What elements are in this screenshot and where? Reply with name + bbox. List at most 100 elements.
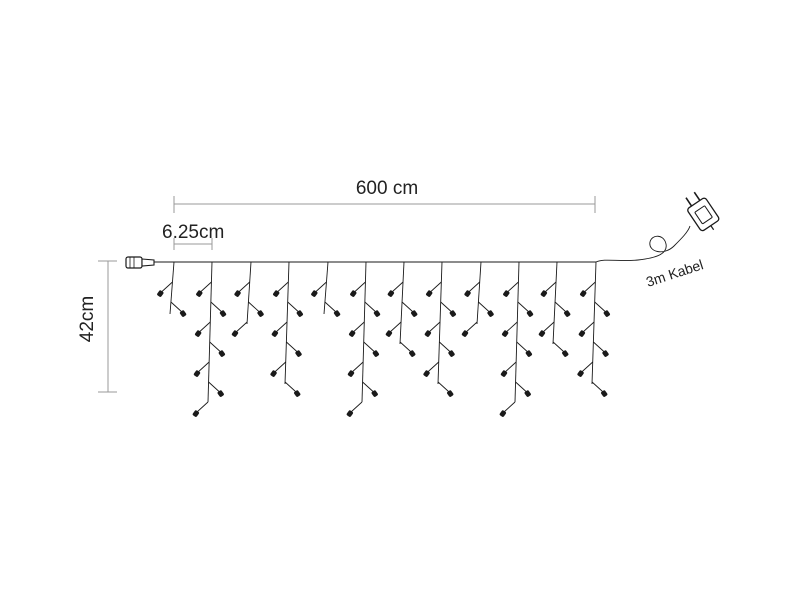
led-bulb (179, 310, 187, 317)
led-bulb (346, 410, 354, 417)
led-bulb (217, 390, 224, 397)
led-lead (277, 281, 289, 293)
icicle-strand (246, 261, 252, 325)
led-bulb (525, 350, 533, 357)
led-lead (430, 281, 442, 293)
led-bulb (296, 310, 304, 317)
led-bulb (602, 350, 609, 357)
led-lead (238, 281, 251, 293)
led-bulb (540, 290, 548, 297)
led-bulb (538, 330, 546, 337)
led-lead (274, 361, 287, 373)
icicle-strand (476, 261, 482, 325)
led-lead (582, 321, 595, 333)
led-lead (286, 341, 298, 353)
led-lead (465, 321, 478, 333)
led-lead (544, 281, 557, 293)
led-lead (401, 301, 414, 313)
led-lead (170, 301, 183, 313)
led-lead (515, 381, 527, 393)
led-bulb (347, 370, 355, 377)
led-lead (437, 381, 450, 393)
led-lead (594, 301, 606, 313)
icicle-strand (361, 261, 367, 403)
led-bulb (503, 290, 510, 297)
led-lead (584, 281, 596, 293)
led-bulb (524, 390, 531, 397)
led-bulb (601, 390, 608, 397)
led-lead (542, 321, 555, 333)
led-lead (287, 301, 299, 313)
icicle-strand (169, 261, 175, 315)
led-lead (362, 381, 374, 393)
led-bulb (423, 370, 430, 377)
led-bulb (580, 290, 587, 297)
led-lead (198, 321, 211, 333)
led-lead (354, 281, 366, 293)
led-lead (507, 281, 519, 293)
led-lead (208, 381, 220, 393)
led-lead (591, 381, 604, 393)
led-bulb (270, 370, 277, 377)
led-lead (210, 301, 223, 313)
led-bulb (218, 350, 226, 357)
led-bulb (387, 290, 395, 297)
led-bulb (157, 290, 164, 297)
led-bulb (372, 350, 380, 357)
led-bulb (295, 350, 302, 357)
led-lead (504, 361, 517, 373)
led-lead (197, 361, 210, 373)
led-bulb (577, 370, 584, 377)
led-lead (554, 301, 567, 313)
led-bulb (219, 310, 227, 317)
led-lead (391, 281, 404, 293)
led-lead (284, 381, 297, 393)
icicle-strand (207, 261, 213, 403)
led-lead (439, 341, 451, 353)
spacing-dimension: 6.25cm (162, 222, 224, 250)
led-lead (440, 301, 452, 313)
connector-plug-icon (125, 256, 155, 269)
led-bulb (271, 330, 279, 337)
led-lead (248, 301, 260, 313)
led-lead (399, 341, 412, 353)
icicle-drops (157, 261, 611, 417)
power-adapter-icon (685, 191, 720, 232)
led-bulb (333, 310, 341, 317)
spacing-label: 6.25cm (162, 222, 224, 243)
led-bulb (385, 330, 393, 337)
led-bulb (373, 310, 381, 317)
led-lead (468, 281, 481, 293)
led-lead (200, 281, 212, 293)
led-lead (161, 281, 173, 293)
icicle-strand (514, 261, 520, 403)
led-lead (350, 401, 363, 413)
led-bulb (294, 390, 301, 397)
led-bulb (603, 310, 611, 317)
led-bulb (449, 310, 457, 317)
led-lead (324, 301, 337, 313)
led-lead (352, 321, 365, 333)
led-lead (196, 401, 209, 413)
led-bulb (448, 350, 455, 357)
led-lead (364, 301, 377, 313)
led-bulb (526, 310, 534, 317)
led-bulb (500, 370, 508, 377)
width-label: 600 cm (356, 178, 418, 199)
led-bulb (192, 410, 200, 417)
led-bulb (257, 310, 264, 317)
led-lead (581, 361, 594, 373)
led-bulb (501, 330, 509, 337)
led-lead (209, 341, 222, 353)
led-lead (516, 341, 529, 353)
led-bulb (196, 290, 203, 297)
led-lead (428, 321, 441, 333)
cable-label: 3m Kabel (644, 256, 705, 289)
led-lead (517, 301, 530, 313)
width-dimension: 600 cm (173, 178, 596, 213)
led-bulb (311, 290, 318, 297)
led-bulb (409, 350, 416, 357)
led-bulb (426, 290, 433, 297)
led-bulb (411, 310, 418, 317)
